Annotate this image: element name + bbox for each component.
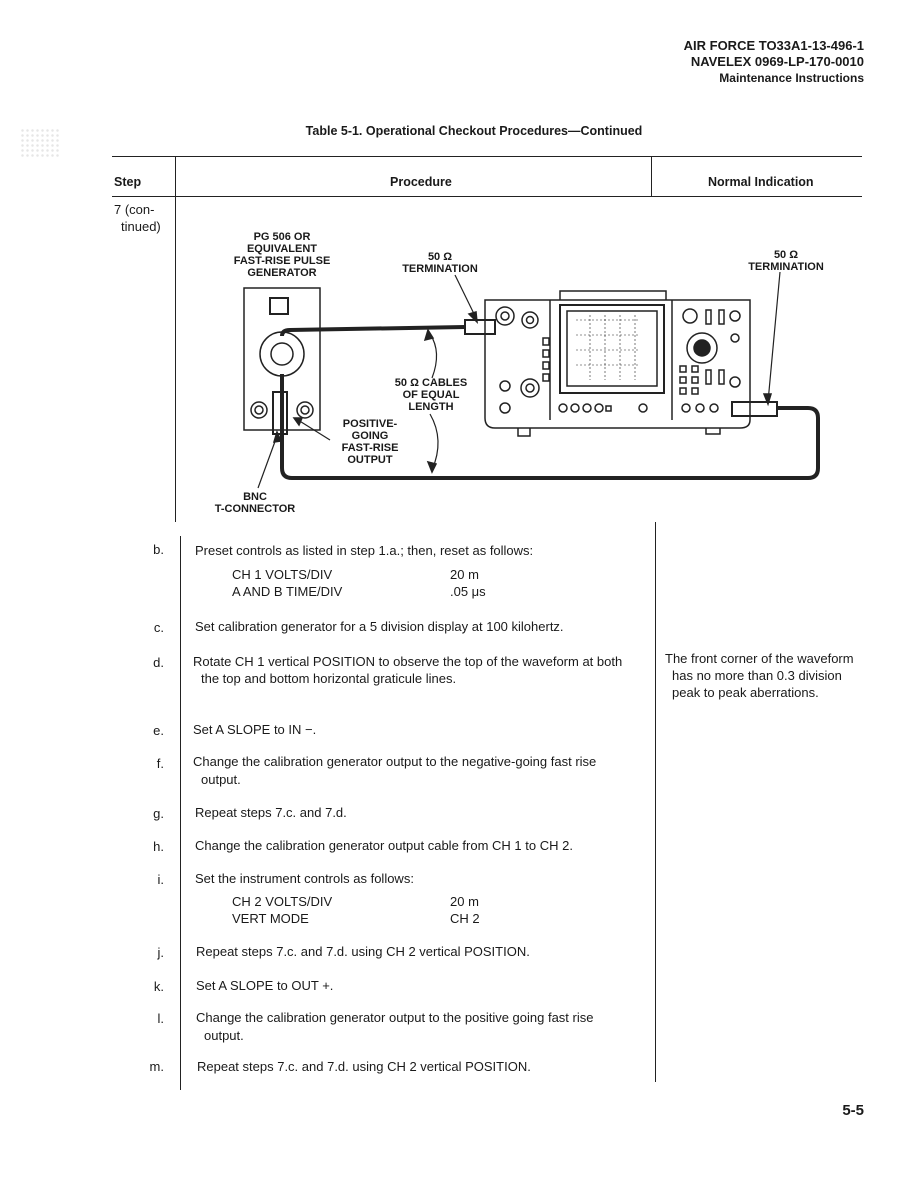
step-j-label: j. [157, 945, 165, 960]
normal-indication-line-1: The front corner of the waveform [665, 651, 854, 666]
step-d-text-line-2: the top and bottom horizontal graticule … [201, 671, 457, 686]
normal-column-rule [651, 156, 652, 196]
step-i-setting-2-value: CH 2 [450, 911, 480, 926]
generator-power-switch [269, 297, 289, 315]
generator-label-line-3: FAST-RISE PULSE [233, 255, 331, 267]
step-i-setting-2-name: VERT MODE [232, 911, 309, 926]
output-label-line-4: OUTPUT [347, 454, 393, 466]
step-b-setting-1-name: CH 1 VOLTS/DIV [232, 567, 333, 582]
normal-indication-line-3: peak to peak aberrations. [672, 685, 819, 700]
step-f-text-line-1: Change the calibration generator output … [193, 754, 597, 769]
termination-left-text: TERMINATION [402, 263, 478, 275]
step-d-normal-indication: The front corner of the waveform has no … [665, 650, 885, 701]
generator-label: PG 506 OR EQUIVALENT FAST-RISE PULSE GEN… [226, 231, 338, 279]
step-h-text: Change the calibration generator output … [195, 838, 573, 853]
generator-label-line-1: PG 506 OR [253, 231, 311, 243]
step-b-label: b. [153, 542, 164, 557]
step-d-text-line-1: Rotate CH 1 vertical POSITION to observe… [193, 654, 623, 669]
generator-connector-right [296, 401, 314, 419]
step-f-label: f. [156, 756, 164, 771]
generator-knob-outer [259, 331, 305, 377]
step-l-text-line-1: Change the calibration generator output … [196, 1010, 594, 1025]
step-7-label-line-2: tinued) [121, 219, 161, 234]
output-label-line-2: GOING [351, 430, 389, 442]
crt-bezel [559, 304, 665, 394]
oscilloscope-handle [559, 290, 667, 300]
step-m-text: Repeat steps 7.c. and 7.d. using CH 2 ve… [197, 1059, 531, 1074]
step-g-text: Repeat steps 7.c. and 7.d. [195, 805, 347, 820]
step-i-label: i. [157, 872, 165, 887]
termination-left-ohms: 50 Ω [427, 251, 453, 263]
pulse-generator-outline [243, 287, 321, 431]
connector-label: BNC T-CONNECTOR [200, 491, 310, 515]
column-header-step: Step [114, 175, 142, 189]
generator-knob-inner [270, 342, 294, 366]
step-i-setting-1-name: CH 2 VOLTS/DIV [232, 894, 333, 909]
table-top-rule [112, 156, 862, 157]
step-i-text: Set the instrument controls as follows: [195, 871, 414, 886]
column-header-procedure: Procedure [390, 175, 452, 189]
step-c-label: c. [153, 620, 164, 635]
step-d-label: d. [153, 655, 164, 670]
step-i-setting-1-value: 20 m [450, 894, 479, 909]
step-l-label: l. [157, 1011, 165, 1026]
bnc-t-connector-shape [272, 391, 288, 435]
cables-label-line-2: OF EQUAL [402, 389, 460, 401]
crt-graticule [566, 310, 658, 387]
generator-connector-left [250, 401, 268, 419]
cables-label-line-3: LENGTH [408, 401, 454, 413]
step-j-text: Repeat steps 7.c. and 7.d. using CH 2 ve… [196, 944, 530, 959]
header-line-3: Maintenance Instructions [719, 71, 864, 85]
step-7-label-line-1: 7 (con- [114, 202, 155, 217]
connector-label-line-2: T-CONNECTOR [214, 503, 296, 515]
step-c-text: Set calibration generator for a 5 divisi… [195, 619, 564, 634]
termination-right-ohms: 50 Ω [773, 249, 799, 261]
step-column-rule-lower [180, 536, 181, 1090]
step-k-label: k. [153, 979, 164, 994]
output-label-line-1: POSITIVE- [342, 418, 398, 430]
output-label-line-3: FAST-RISE [341, 442, 399, 454]
step-e-label: e. [153, 723, 164, 738]
generator-label-line-2: EQUIVALENT [246, 243, 318, 255]
normal-column-rule-lower [655, 522, 656, 1082]
cables-label: 50 Ω CABLES OF EQUAL LENGTH [386, 377, 476, 413]
cable-upper [280, 325, 466, 337]
table-header-rule [112, 196, 862, 197]
page-number: 5-5 [842, 1102, 864, 1119]
normal-indication-line-2: has no more than 0.3 division [672, 668, 842, 683]
step-b-setting-2-name: A AND B TIME/DIV [232, 584, 343, 599]
step-k-text: Set A SLOPE to OUT +. [196, 978, 334, 993]
step-column-rule [175, 156, 176, 522]
step-l-text-line-2: output. [204, 1028, 244, 1043]
step-b-setting-1-value: 20 m [450, 567, 479, 582]
step-e-text: Set A SLOPE to IN −. [193, 722, 317, 737]
connector-label-line-1: BNC [243, 491, 267, 503]
step-m-label: m. [149, 1059, 164, 1074]
termination-label-left: 50 Ω TERMINATION [390, 251, 490, 275]
step-b-setting-2-value: .05 μs [450, 584, 486, 599]
generator-label-line-4: GENERATOR [247, 267, 317, 279]
step-f-text-line-2: output. [201, 772, 241, 787]
output-label: POSITIVE- GOING FAST-RISE OUTPUT [330, 418, 410, 466]
termination-left [464, 319, 496, 335]
column-header-normal-indication: Normal Indication [708, 175, 814, 189]
step-b-text: Preset controls as listed in step 1.a.; … [195, 543, 534, 558]
cables-label-line-1: 50 Ω CABLES [394, 377, 468, 389]
header-line-2: NAVELEX 0969-LP-170-0010 [690, 54, 864, 69]
header-line-1: AIR FORCE TO33A1-13-496-1 [683, 38, 864, 53]
table-caption: Table 5-1. Operational Checkout Procedur… [305, 124, 643, 138]
step-h-label: h. [153, 839, 164, 854]
oscilloscope-body [484, 299, 751, 429]
termination-label-right: 50 Ω TERMINATION [736, 249, 836, 273]
termination-right-text: TERMINATION [748, 261, 824, 273]
termination-right [731, 401, 778, 417]
step-g-label: g. [153, 806, 164, 821]
scan-smudge [20, 128, 60, 158]
